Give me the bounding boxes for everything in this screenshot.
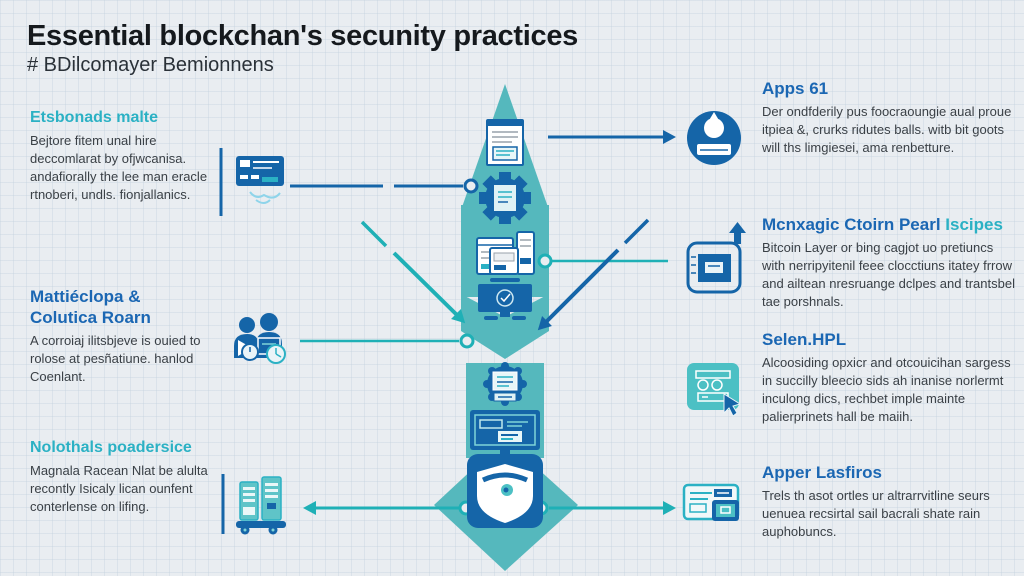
- right-block-1-heading: Apps 61: [762, 79, 829, 98]
- user-circle-icon: [687, 111, 741, 165]
- right-block-3: Selen.HPL Alcoosiding opxicr and otcouic…: [762, 329, 1016, 426]
- gear-icon: [479, 172, 531, 224]
- right-block-2: Mcnxagic Ctoirn Pearl Iscipes Bitcoin La…: [762, 214, 1016, 311]
- shield-icon: [467, 454, 543, 528]
- upload-box-icon: [686, 222, 746, 294]
- document-icon: [486, 119, 524, 166]
- arrowhead-right: [663, 130, 676, 144]
- up-arrow: [729, 222, 746, 233]
- page-subtitle: # BDilcomayer Bemionnens: [27, 54, 274, 76]
- left-block-2-body: A corroiaj ilitsbjeve is ouied to rolose…: [30, 333, 201, 384]
- cloud-doodle: [255, 199, 271, 204]
- right-block-4-heading: Apper Lasfiros: [762, 463, 882, 482]
- arrowhead-left: [303, 501, 316, 515]
- cursor-icon: [723, 393, 742, 417]
- arrowhead-right: [663, 501, 676, 515]
- automation-icon: [687, 363, 742, 417]
- right-block-2-body: Bitcoin Layer or bing cagjot uo pretiunc…: [762, 240, 1015, 309]
- cloud-doodle: [249, 191, 281, 199]
- right-block-2-heading: Mcnxagic Ctoirn Pearl Iscipes: [762, 214, 1016, 235]
- left-block-1-heading: Etsbonads malte: [30, 109, 159, 126]
- left-block-3-body: Magnala Racean Nlat be alulta recontly I…: [30, 463, 208, 514]
- left-block-2-heading: Mattiéclopa & Colutica Roarn: [30, 287, 151, 327]
- right-block-1-body: Der ondfderily pus foocraoungie aual pro…: [762, 104, 1012, 155]
- right-block-3-heading: Selen.HPL: [762, 330, 847, 349]
- monitor-icon: [478, 278, 532, 320]
- left-block-3-heading: Nolothals poadersice: [30, 439, 192, 456]
- app-windows-icon: [476, 231, 535, 275]
- left-block-1: Etsbonads malte Bejtore fitem unal hire …: [30, 108, 218, 204]
- arrowhead-diagonal: [451, 309, 466, 324]
- server-stack-icon: [236, 476, 286, 535]
- right-block-4: Apper Lasfiros Trels th asot ortles ur a…: [762, 462, 1016, 541]
- right-block-1: Apps 61 Der ondfderily pus foocraoungie …: [762, 78, 1016, 157]
- left-block-3: Nolothals poadersice Magnala Racean Nlat…: [30, 438, 218, 516]
- right-block-4-body: Trels th asot ortles ur altrarrvitline s…: [762, 488, 990, 539]
- arrowhead-diagonal: [537, 316, 552, 331]
- page-title: Essential blockchan's secunity practices: [27, 20, 578, 52]
- badge-icon: [483, 362, 527, 406]
- team-icon: [234, 313, 286, 364]
- docs-devices-icon: [682, 483, 740, 521]
- right-block-3-body: Alcoosiding opxicr and otcouicihan sarge…: [762, 355, 1011, 424]
- node-circle: [537, 253, 553, 269]
- card-terminal-icon: [236, 156, 284, 204]
- left-block-1-body: Bejtore fitem unal hire deccomlarat by o…: [30, 133, 208, 202]
- node-circle: [459, 333, 475, 349]
- right-block-2-heading-accent: Iscipes: [940, 215, 1003, 234]
- left-block-2: Mattiéclopa & Colutica Roarn A corroiaj …: [30, 286, 218, 386]
- node-circle: [463, 178, 479, 194]
- connector-lines: [219, 130, 676, 534]
- right-block-2-heading-main: Mcnxagic Ctoirn Pearl: [762, 215, 941, 234]
